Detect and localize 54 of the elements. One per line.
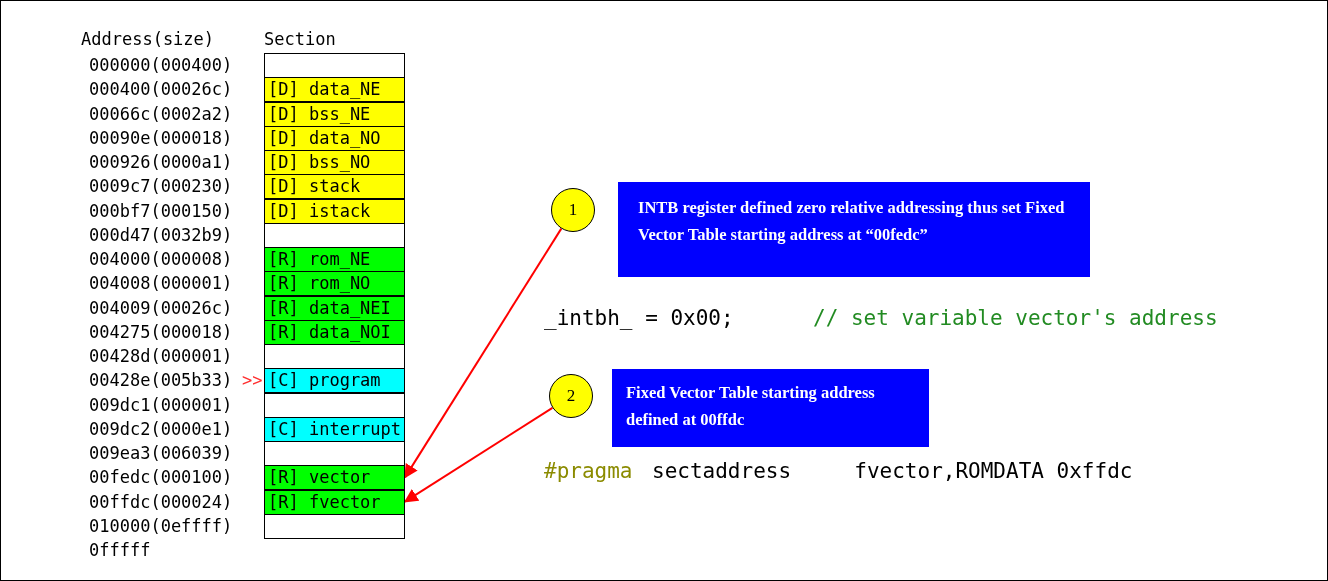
memory-section-row: [C] interrupt (264, 417, 405, 442)
step-number-circle: 2 (549, 374, 593, 418)
memory-section-row: [D] bss_NO (264, 150, 405, 175)
address-label: 010000(0effff) (89, 515, 233, 537)
address-label: 004008(000001) (89, 272, 233, 294)
empty-memory-row (264, 393, 405, 418)
arrow (403, 406, 554, 503)
empty-memory-row (264, 53, 405, 78)
address-label: 004009(00026c) (89, 297, 233, 319)
address-label: 00ffdc(000024) (89, 491, 233, 513)
pointer-mark: >> (242, 369, 263, 391)
address-label: 00428e(005b33) (89, 369, 233, 391)
preprocessor-keyword: #pragma (544, 459, 633, 483)
address-label: 009ea3(006039) (89, 442, 233, 464)
address-label: 00090e(000018) (89, 127, 233, 149)
memory-section-row: [D] data_NE (264, 77, 405, 102)
memory-section-row: [D] data_NO (264, 126, 405, 151)
address-label: 000d47(0032b9) (89, 224, 233, 246)
address-label: 009dc2(0000e1) (89, 418, 233, 440)
empty-memory-row (264, 514, 405, 539)
address-label: 000bf7(000150) (89, 200, 233, 222)
step-number-circle: 1 (551, 188, 595, 232)
address-label: 000926(0000a1) (89, 151, 233, 173)
empty-memory-row (264, 223, 405, 248)
address-label: 0009c7(000230) (89, 175, 233, 197)
address-label: 004275(000018) (89, 321, 233, 343)
memory-section-row: [R] rom_NE (264, 247, 405, 272)
address-label: 000400(00026c) (89, 78, 233, 100)
address-label: 000000(000400) (89, 54, 233, 76)
memory-section-row: [D] bss_NE (264, 102, 405, 127)
code-directive: sectaddress fvector,ROMDATA 0xffdc (652, 459, 1133, 483)
column-header: Address(size) (81, 28, 215, 50)
address-label: 004000(000008) (89, 248, 233, 270)
memory-section-row: [D] istack (264, 199, 405, 224)
memory-section-row: [R] vector (264, 465, 405, 490)
memory-section-row: [R] rom_NO (264, 271, 405, 296)
arrow (404, 227, 563, 479)
empty-memory-row (264, 441, 405, 466)
code-comment: // set variable vector's address (813, 306, 1218, 330)
callout-box: INTB register defined zero relative addressing thus set Fixed Vector Table starting address at “00fedc” (618, 182, 1090, 277)
address-label: 00fedc(000100) (89, 466, 233, 488)
memory-section-row: [C] program (264, 368, 405, 393)
memory-section-row: [D] stack (264, 174, 405, 199)
code-statement: _intbh_ = 0x00; (544, 306, 734, 330)
address-label: 009dc1(000001) (89, 394, 233, 416)
memory-section-row: [R] data_NOI (264, 320, 405, 345)
memory-section-row: [R] fvector (264, 490, 405, 515)
memory-section-row: [R] data_NEI (264, 296, 405, 321)
address-label: 00066c(0002a2) (89, 103, 233, 125)
column-header: Section (264, 28, 336, 50)
empty-memory-row (264, 344, 405, 369)
address-label: 0fffff (89, 539, 151, 561)
callout-box: Fixed Vector Table starting address defined at 00ffdc (612, 369, 929, 447)
address-label: 00428d(000001) (89, 345, 233, 367)
